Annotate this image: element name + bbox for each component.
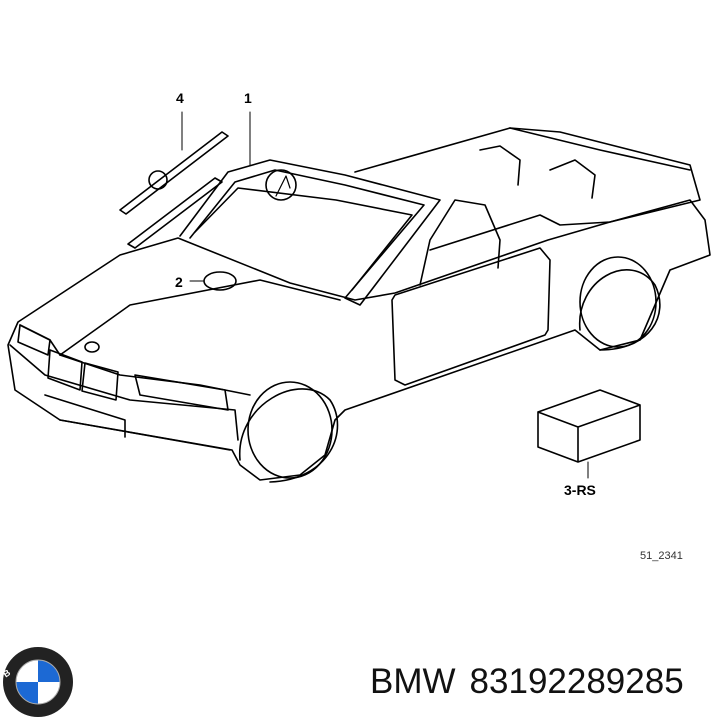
front-seat [419, 199, 501, 286]
part-1-marker [265, 169, 297, 201]
kidney-grille-left [47, 349, 83, 391]
front-wheel-rim [247, 381, 333, 479]
windshield-inner [194, 187, 413, 291]
callout-3-rs: 3-RS [564, 482, 596, 498]
hood-emblem [84, 341, 100, 353]
part-4-marker [148, 170, 168, 190]
part-3-box [537, 389, 641, 463]
bmw-roundel-logo: B [2, 647, 73, 717]
kidney-grille-right [81, 362, 119, 401]
callout-2: 2 [175, 274, 183, 290]
rear-wheel [579, 269, 661, 351]
rear-deck [354, 127, 701, 251]
trunk-lid [509, 127, 691, 171]
callout-1: 1 [244, 90, 252, 106]
diagram-reference-code: 51_2341 [640, 550, 683, 562]
door-outline [391, 247, 551, 386]
hood-edge [19, 324, 251, 396]
brand-name: BMW [370, 662, 456, 701]
windshield-frame [179, 159, 441, 306]
hood-crease [59, 279, 341, 356]
rear-wheel-rim [579, 256, 657, 348]
svg-text:B: B [2, 667, 13, 679]
footer-caption: BMW 83192289285 [370, 662, 698, 702]
front-bumper [9, 344, 239, 451]
car-body-outline [7, 199, 711, 481]
rear-seat [479, 145, 596, 199]
callout-4: 4 [176, 90, 184, 106]
part-1-icon [275, 175, 291, 197]
headlight-left [17, 324, 51, 356]
part-4-strip [119, 131, 229, 249]
part-number: 83192289285 [469, 662, 684, 701]
